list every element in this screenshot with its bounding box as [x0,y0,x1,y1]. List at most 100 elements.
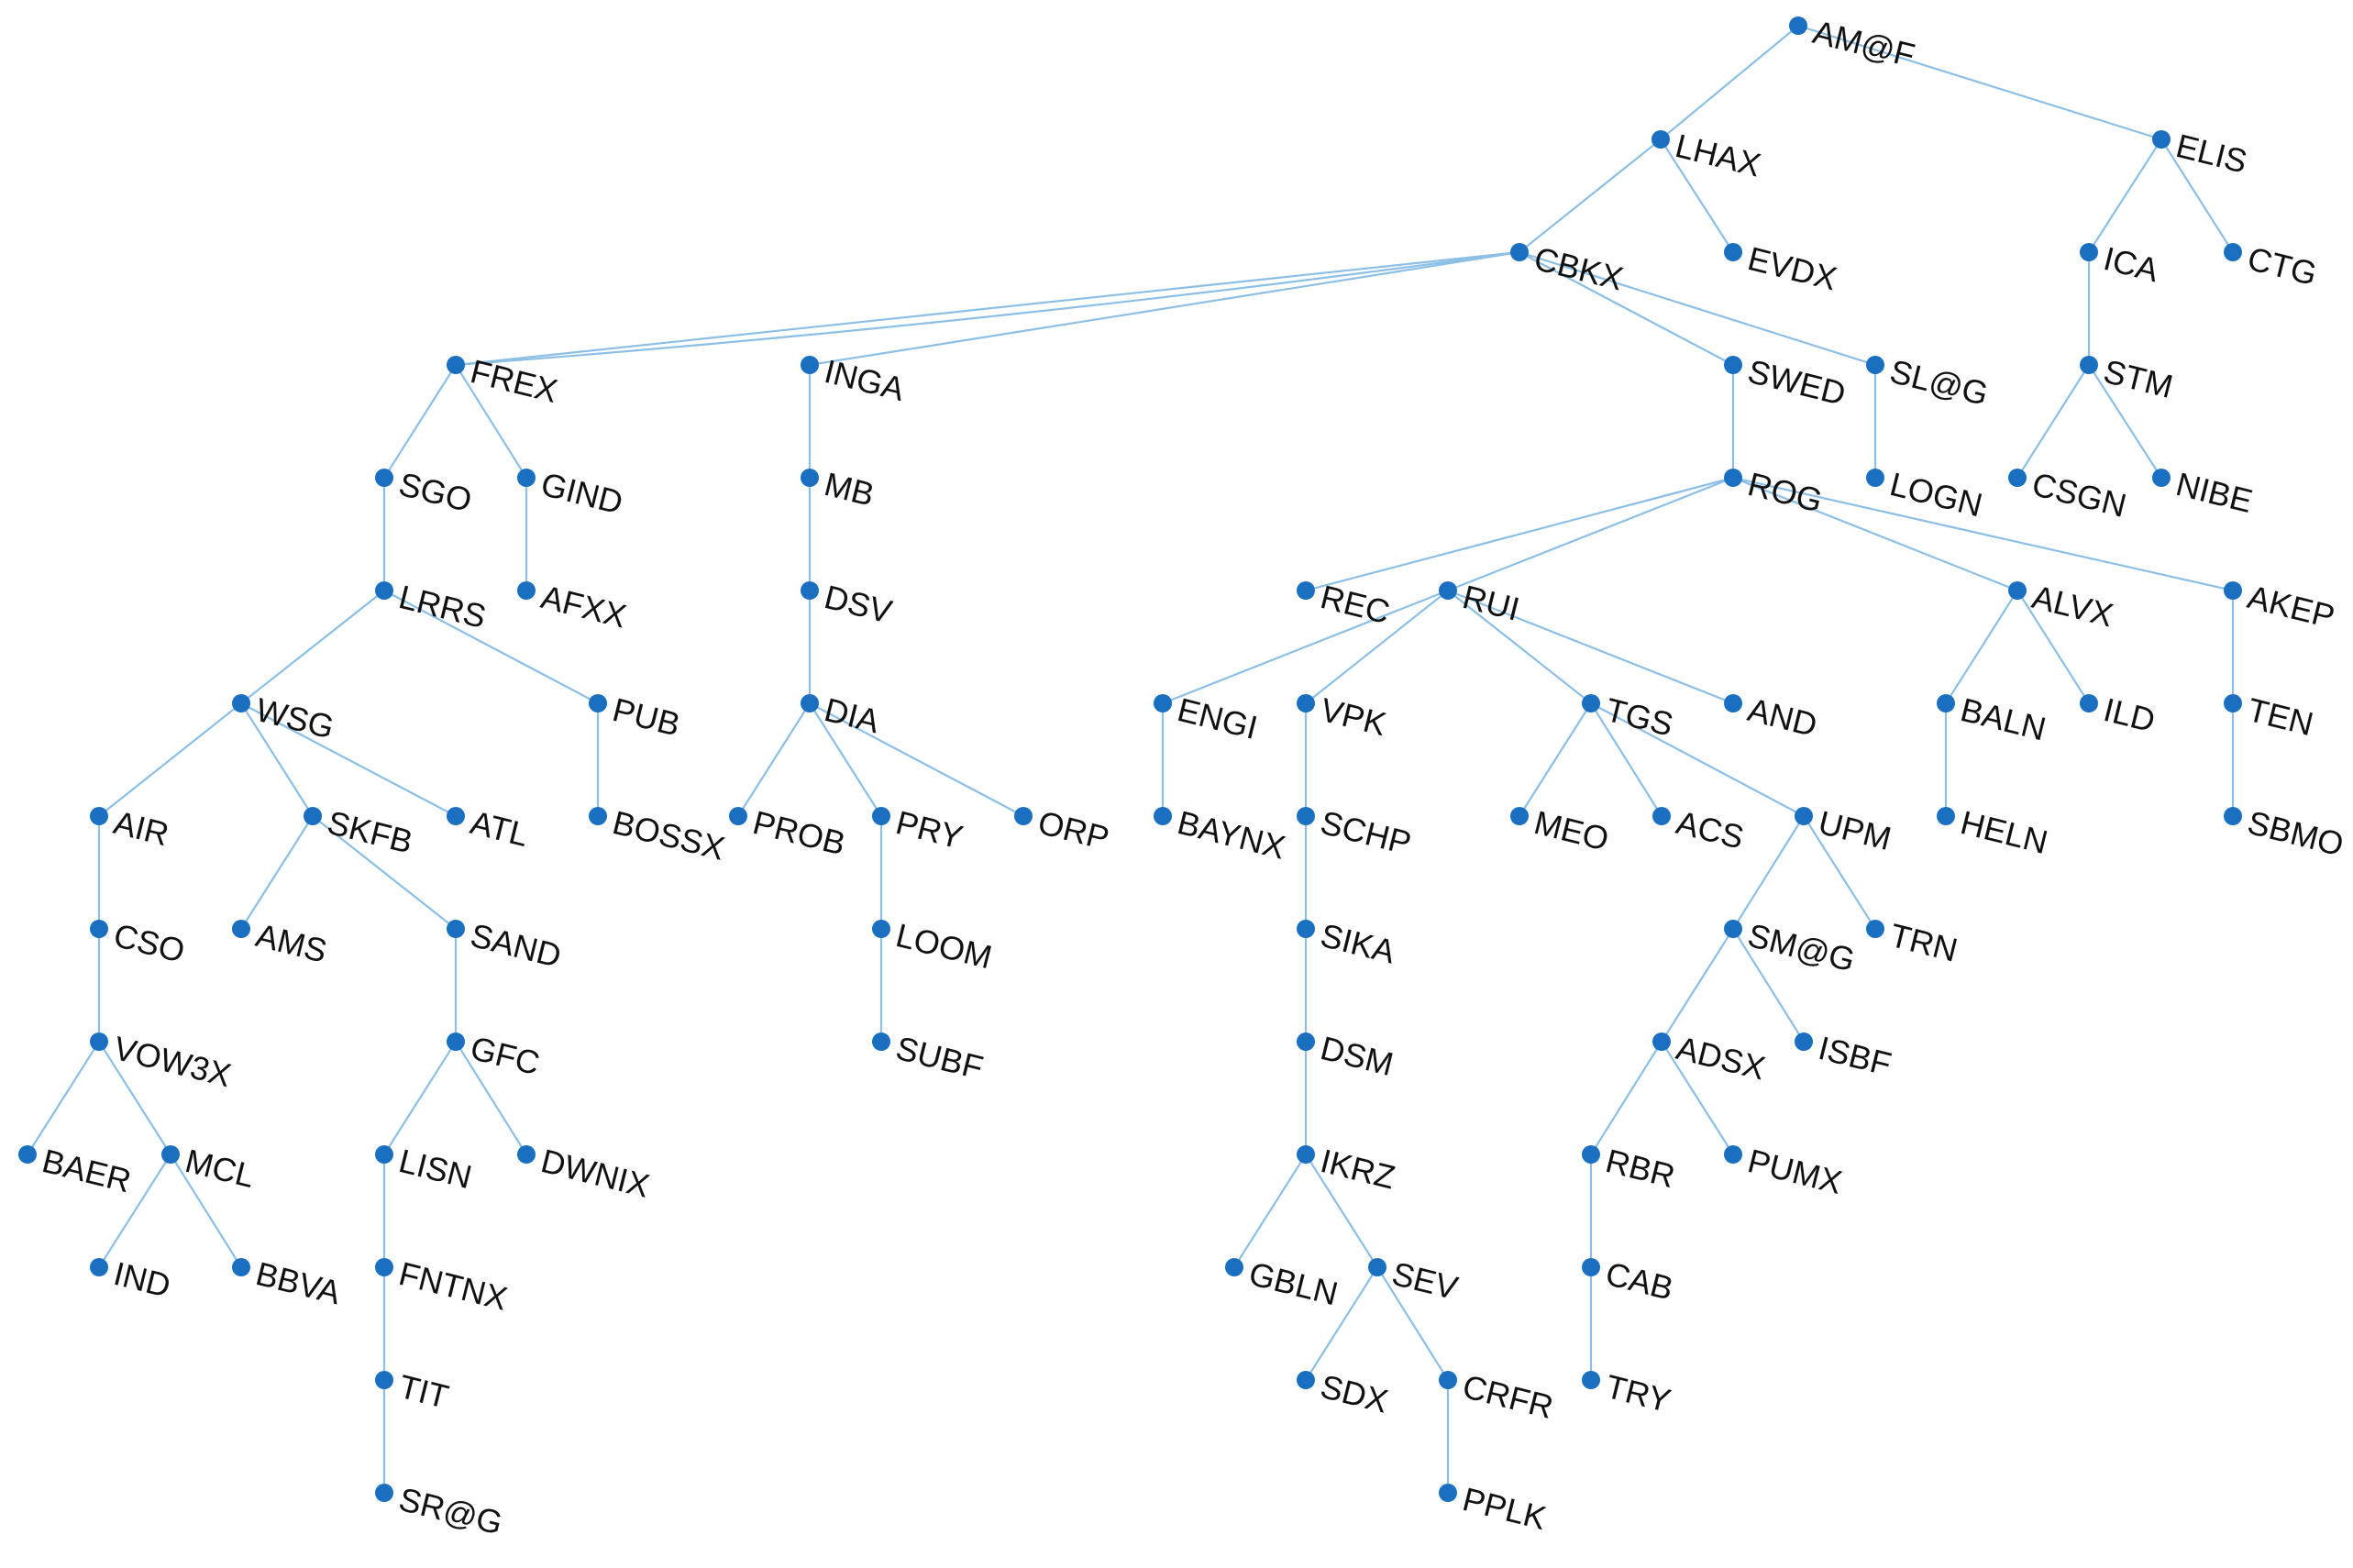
node-marker [2224,694,2242,712]
node-label: TRY [1602,1367,1674,1419]
edge-dia-prob [737,702,811,817]
node-label: VPK [1317,690,1390,743]
edge-wsg-air [98,702,242,817]
node-marker [1154,807,1172,825]
edge-lrrs-wsg [240,590,385,704]
node-marker [90,807,108,825]
edge-cbkx-sl-at-g [1519,250,1876,367]
node-marker [1582,694,1600,712]
node-marker [375,469,393,487]
edge-frex-gind [455,364,527,479]
node-marker [1014,807,1033,825]
node-label: AIR [110,803,172,853]
edge-skfb-ams [240,815,314,930]
node-label: LRRS [395,578,490,635]
node-baynx: BAYNX [1154,803,1289,867]
node-label: BAYNX [1174,803,1289,867]
node-marker [2152,130,2171,149]
edge-elis-ica [2088,138,2162,253]
node-label: DWNIX [537,1142,653,1205]
node-loom: LOOM [872,916,996,976]
node-marker [447,920,465,938]
node-label: PUMX [1744,1142,1846,1201]
node-label: VOW3X [110,1029,235,1094]
node-marker [2008,469,2027,487]
node-heln: HELN [1937,803,2051,861]
node-marker [1297,581,1315,600]
node-label: PUB [609,690,684,744]
node-label: GBLN [1245,1254,1342,1313]
node-label: AM@F [1809,13,1918,74]
node-label: SL@G [1886,352,1992,413]
edge-sev-sdx [1305,1266,1378,1381]
node-marker [1937,807,1955,825]
edge-tgs-acs [1590,702,1663,817]
node-rbr: RBR [1582,1142,1679,1195]
node-label: BALN [1957,690,2049,748]
node-sl-at-g: SL@G [1866,352,1992,413]
node-label: IKRZ [1317,1142,1398,1197]
node-label: ATL [467,803,532,854]
node-label: BAER [39,1142,135,1200]
node-marker [517,581,536,600]
edge-rog-rui [1447,476,1734,592]
node-ten: TEN [2224,690,2317,743]
edge-adsx-rbr [1590,1041,1663,1155]
node-dia: DIA [801,690,883,740]
node-lrrs: LRRS [375,578,490,635]
node-label: ACS [1673,803,1748,856]
node-cbkx: CBKX [1510,239,1627,297]
node-label: FNTNX [395,1254,511,1318]
node-marker [1297,807,1315,825]
node-label: FREX [467,352,561,410]
edge-rog-akep [1732,476,2234,592]
node-alvx: ALVX [2008,578,2117,634]
node-pub: PUB [589,690,684,744]
node-marker [232,920,250,938]
node-label: ORP [1034,803,1113,857]
node-label: RUI [1459,578,1523,628]
edge-rui-vpk [1305,590,1449,704]
node-atl: ATL [447,803,532,854]
node-marker [1866,356,1884,374]
node-label: SUBF [892,1029,987,1087]
node-marker [1297,1032,1315,1051]
node-label: CTG [2244,239,2321,293]
node-marker [447,356,465,374]
edge-cbkx-inga [809,250,1520,367]
edge-lrrs-pub [383,590,599,704]
node-mcl: MCL [161,1142,259,1195]
node-label: ALVX [2028,578,2117,634]
node-dsv: DSV [801,578,896,631]
node-and: AND [1724,690,1821,744]
node-frex: FREX [447,352,561,410]
node-label: SAND [467,916,565,975]
node-ild: ILD [2080,690,2159,739]
node-label: TRN [1886,916,1961,969]
node-label: PROB [749,803,849,862]
node-marker [304,807,322,825]
node-marker [2080,356,2098,374]
node-label: BOSSX [609,803,728,867]
node-label: NIBE [2172,465,2256,520]
edge-skfb-sand [312,815,457,930]
node-label: TIT [395,1367,452,1416]
node-cab: CAB [1582,1254,1677,1308]
node-label: SGO [395,465,476,519]
node-fntnx: FNTNX [375,1254,511,1318]
node-marker [2224,243,2242,261]
node-marker [1439,1484,1457,1502]
node-rec: REC [1297,578,1394,631]
node-upm: UPM [1795,803,1895,857]
node-label: SWED [1744,352,1850,413]
node-label: SEV [1388,1254,1462,1307]
edge-cbkx-frex [455,250,1520,367]
node-marker [1724,469,1742,487]
node-marker [1789,17,1807,35]
node-label: RBR [1602,1142,1679,1195]
node-label: SDX [1317,1367,1392,1420]
node-subf: SUBF [872,1029,987,1087]
node-marker [1510,807,1529,825]
node-marker [1297,694,1315,712]
